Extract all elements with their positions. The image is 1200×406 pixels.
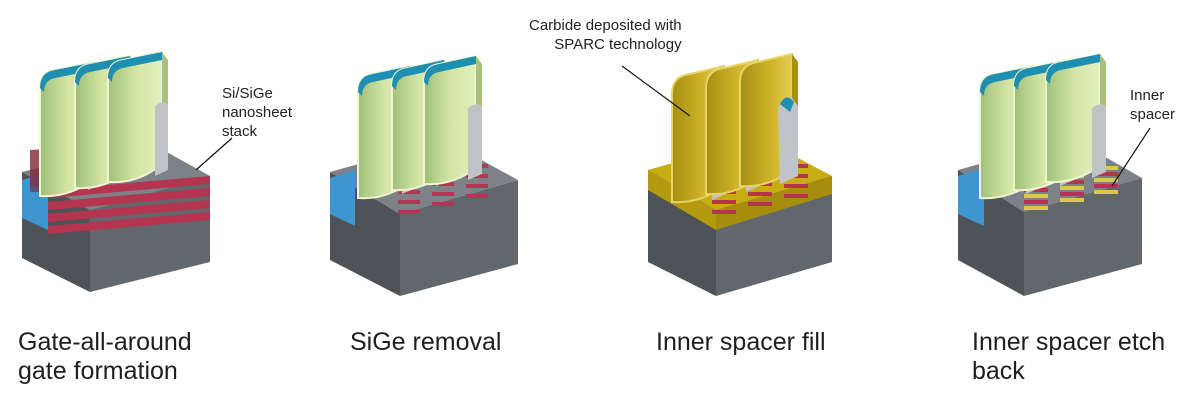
annotation-leader-1 [195,137,233,171]
annotation-nanosheet-stack: Si/SiGe nanosheet stack [222,84,292,141]
caption-line: Gate-all-around [18,328,192,356]
caption-panel-1: Gate-all-around gate formation [18,328,192,386]
annotation-line: Carbide deposited with [529,17,682,34]
annotation-leader-4 [1111,127,1151,187]
panel-2-illustration [330,54,518,296]
caption-line: back [972,357,1025,385]
annotation-line: spacer [1130,106,1176,123]
panel-3-illustration [621,52,832,296]
annotation-line: Inner [1130,87,1165,104]
caption-line: Inner spacer etch [972,328,1166,356]
panel-1-illustration [22,50,233,292]
caption-line: gate formation [18,357,178,385]
annotation-line: SPARC technology [554,36,682,53]
annotation-inner-spacer: Inner spacer [1130,86,1175,124]
annotation-carbide: Carbide deposited with SPARC technology [529,16,682,54]
gate-3 [107,50,168,184]
annotation-leader-3 [621,65,691,117]
caption-panel-4: Inner spacer etch back [972,328,1165,386]
caption-line: Inner spacer fill [656,328,826,356]
annotation-line: nanosheet [222,104,293,121]
caption-line: SiGe removal [350,328,502,356]
panel-4-illustration [958,52,1151,296]
annotation-line: stack [222,123,258,140]
caption-panel-3: Inner spacer fill [656,328,826,357]
annotation-line: Si/SiGe [222,85,273,102]
caption-panel-2: SiGe removal [350,328,501,357]
